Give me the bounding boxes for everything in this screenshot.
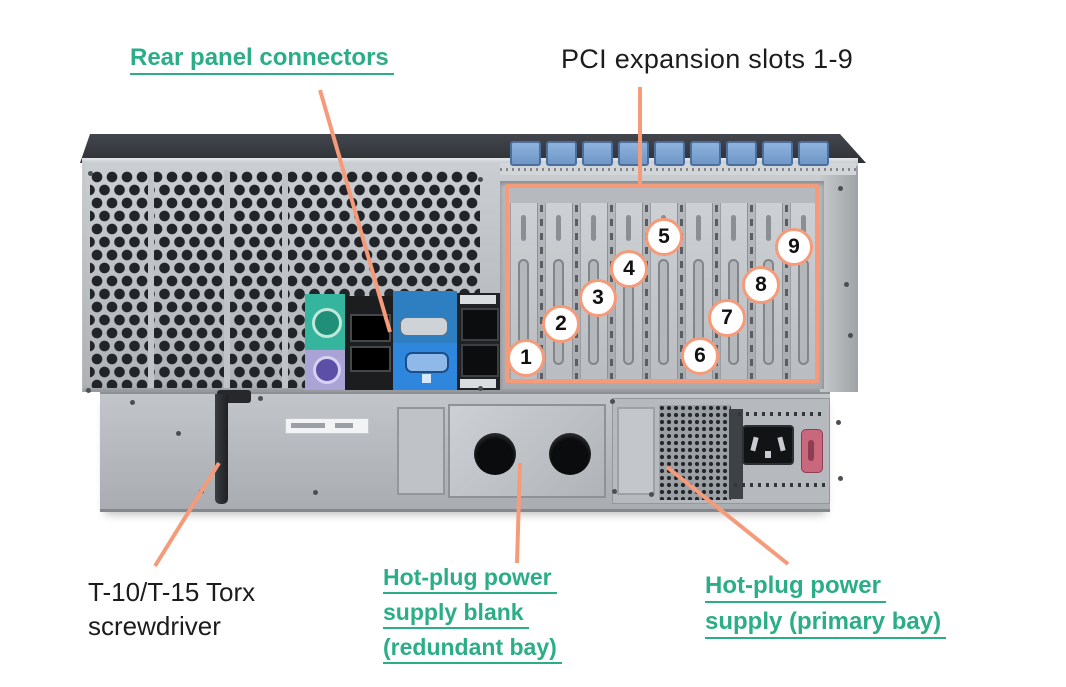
slot-divider [715, 205, 718, 381]
panel-seam [148, 170, 154, 388]
ps2-mouse-connector-icon [313, 356, 341, 384]
slot-divider [785, 205, 788, 381]
pci-latch-strip [500, 163, 856, 175]
rj45-port [461, 344, 499, 377]
vga-connector [405, 352, 449, 373]
label-text-line2: supply (primary bay) [705, 608, 947, 639]
label-rear-panel-connectors[interactable]: Rear panel connectors [130, 44, 394, 80]
label-psu-primary[interactable]: Hot-plug power supply (primary bay) [705, 572, 947, 644]
ps2-mouse-port [305, 350, 345, 390]
label-text-line3: (redundant bay) [383, 634, 562, 664]
pci-latch [618, 141, 649, 166]
slot-divider [645, 205, 648, 381]
label-torx-screwdriver: T-10/T-15 Torx screwdriver [88, 575, 255, 643]
pci-latch [726, 141, 757, 166]
panel-seam [282, 170, 288, 388]
serial-number-sticker [285, 418, 369, 434]
blank-plate [397, 407, 445, 495]
psu-release-handle [801, 429, 823, 473]
pci-latch [690, 141, 721, 166]
chassis-right-strip [820, 166, 858, 392]
slot-number-6: 6 [681, 337, 719, 375]
usb-port-block [345, 296, 393, 390]
pci-latch [510, 141, 541, 166]
label-text-line2: screwdriver [88, 611, 221, 641]
slot-divider [540, 205, 543, 381]
ps2-keyboard-port [305, 294, 345, 350]
slot-number-2: 2 [542, 305, 580, 343]
slot-divider [680, 205, 683, 381]
power-supply-primary [612, 398, 830, 504]
label-text-line1: Hot-plug power [705, 572, 886, 603]
label-psu-blank[interactable]: Hot-plug power supply blank (redundant b… [383, 564, 562, 669]
rj45-port [461, 308, 499, 341]
label-text-line2: supply blank [383, 599, 529, 629]
label-text-line1: Hot-plug power [383, 564, 557, 594]
psu-blank-strip [617, 407, 655, 495]
label-text: Rear panel connectors [130, 44, 394, 75]
finger-hole [549, 433, 591, 475]
nic-label [460, 379, 496, 388]
monitor-icon [422, 374, 431, 383]
slot-number-7: 7 [708, 299, 746, 337]
pci-slots-highlight-box [505, 184, 819, 383]
video-port-panel [393, 343, 457, 390]
slot-number-4: 4 [610, 250, 648, 288]
panel-seam [224, 170, 230, 388]
slot-divider [575, 205, 578, 381]
nic-port-block [457, 293, 500, 390]
psu-vent-grille [659, 405, 731, 500]
slot-number-1: 1 [507, 339, 545, 377]
label-text-line1: T-10/T-15 Torx [88, 577, 256, 607]
psu-screw-row [738, 412, 824, 416]
label-pci-expansion-slots: PCI expansion slots 1-9 [561, 44, 854, 74]
torx-screwdriver [215, 394, 228, 504]
ps2-keyboard-connector-icon [312, 308, 342, 338]
pci-latch [654, 141, 685, 166]
finger-hole [474, 433, 516, 475]
pci-latch [762, 141, 793, 166]
pci-latch [798, 141, 829, 166]
slot-number-8: 8 [742, 266, 780, 304]
psu-screw-row [734, 483, 826, 487]
serial-connector [400, 317, 448, 336]
usb-port [350, 346, 391, 372]
slot-number-3: 3 [579, 279, 617, 317]
power-supply-blank [448, 404, 606, 498]
slot-number-5: 5 [645, 218, 683, 256]
power-inlet-connector [742, 425, 794, 465]
pci-slot-cover [615, 203, 643, 383]
pci-latch [582, 141, 613, 166]
usb-port [350, 314, 391, 342]
pci-latch [546, 141, 577, 166]
slot-number-9: 9 [775, 228, 813, 266]
serial-port-panel [393, 291, 457, 343]
nic-label [460, 295, 496, 304]
